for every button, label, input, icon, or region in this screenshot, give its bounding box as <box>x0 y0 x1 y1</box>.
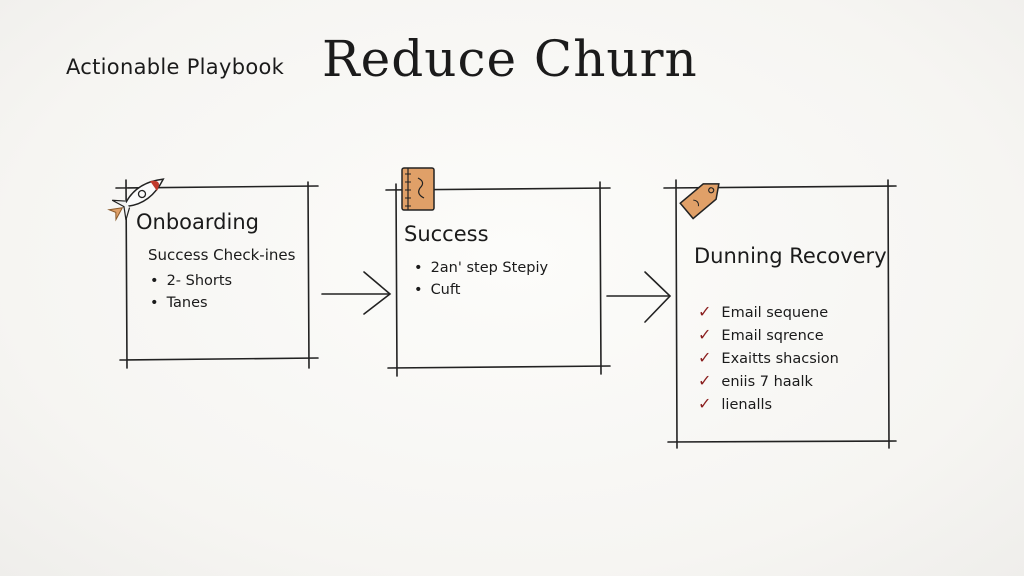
check-icon: ✓ <box>698 302 712 321</box>
success-list: 2an' step Stepiy Cuft <box>414 257 549 301</box>
playbook-subtitle: Actionable Playbook <box>66 55 285 79</box>
list-item: ✓Email sequene <box>698 302 829 321</box>
list-item: ✓Exaitts shacsion <box>698 348 839 367</box>
arrow-onboarding-to-success <box>321 271 392 315</box>
list-item: ✓eniis 7 haalk <box>698 371 813 390</box>
dunning-recovery-title: Dunning Recovery <box>694 244 887 268</box>
onboarding-subheading: Success Check-ines <box>148 246 296 264</box>
list-item: 2- Shorts <box>150 270 233 292</box>
check-icon: ✓ <box>698 394 712 413</box>
list-item: ✓lienalls <box>698 394 773 413</box>
tag-icon <box>674 170 730 230</box>
check-icon: ✓ <box>698 348 712 367</box>
check-icon: ✓ <box>698 371 712 390</box>
notebook-icon <box>398 164 438 218</box>
list-item: ✓Email sqrence <box>698 325 824 344</box>
rocket-icon <box>106 164 178 228</box>
check-icon: ✓ <box>698 325 712 344</box>
arrow-success-to-dunning <box>606 271 672 323</box>
onboarding-title: Onboarding <box>136 210 259 234</box>
list-item: Cuft <box>414 279 548 301</box>
list-item: 2an' step Stepiy <box>414 257 549 279</box>
dunning-checklist: ✓Email sequene ✓Email sqrence ✓Exaitts s… <box>698 301 839 416</box>
onboarding-list: 2- Shorts Tanes <box>150 270 233 314</box>
page-title: Reduce Churn <box>322 30 698 88</box>
success-title: Success <box>404 222 489 246</box>
list-item: Tanes <box>150 292 232 314</box>
